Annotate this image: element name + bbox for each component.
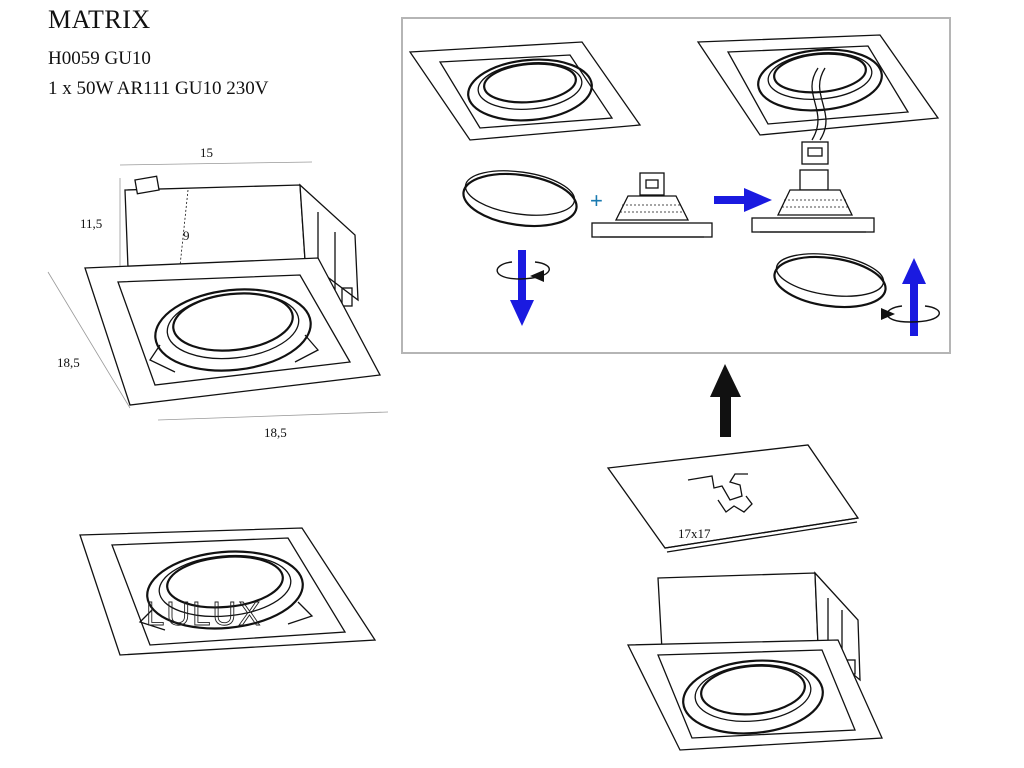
frame-drawing-left [408,41,642,141]
retaining-ring-install-drawing [773,253,887,309]
gu10-lamp-connected-drawing [751,141,875,233]
arrow-install-ring [881,258,940,336]
dim-height: 11,5 [80,216,102,231]
retaining-ring-drawing [462,170,578,228]
arrow-up-black [710,364,741,437]
plus-sign: + [590,188,603,213]
frame-drawing-right [696,34,940,141]
dim-side-length: 18,5 [57,355,80,370]
product-code: H0059 GU10 [48,48,151,69]
arrow-insert-lamp [714,188,772,212]
dim-top-width: 15 [200,145,213,160]
gu10-lamp-drawing [591,172,713,238]
dim-depth: 9 [183,228,190,243]
ceiling-cutout-drawing: 17x17 [606,444,860,553]
dimensioned-fixture-drawing: 15 11,5 9 18,5 18,5 [47,145,389,440]
fixture-drawing-bottom-right [626,571,883,751]
dim-front-length: 18,5 [264,425,287,440]
product-title: MATRIX [48,5,151,34]
cutout-size-label: 17x17 [678,526,711,541]
product-spec: 1 x 50W AR111 GU10 230V [48,78,269,99]
lulux-watermark: LULUX [146,595,262,632]
arrow-remove-ring [496,250,550,326]
fixture-drawing-bottom-left [79,527,377,656]
